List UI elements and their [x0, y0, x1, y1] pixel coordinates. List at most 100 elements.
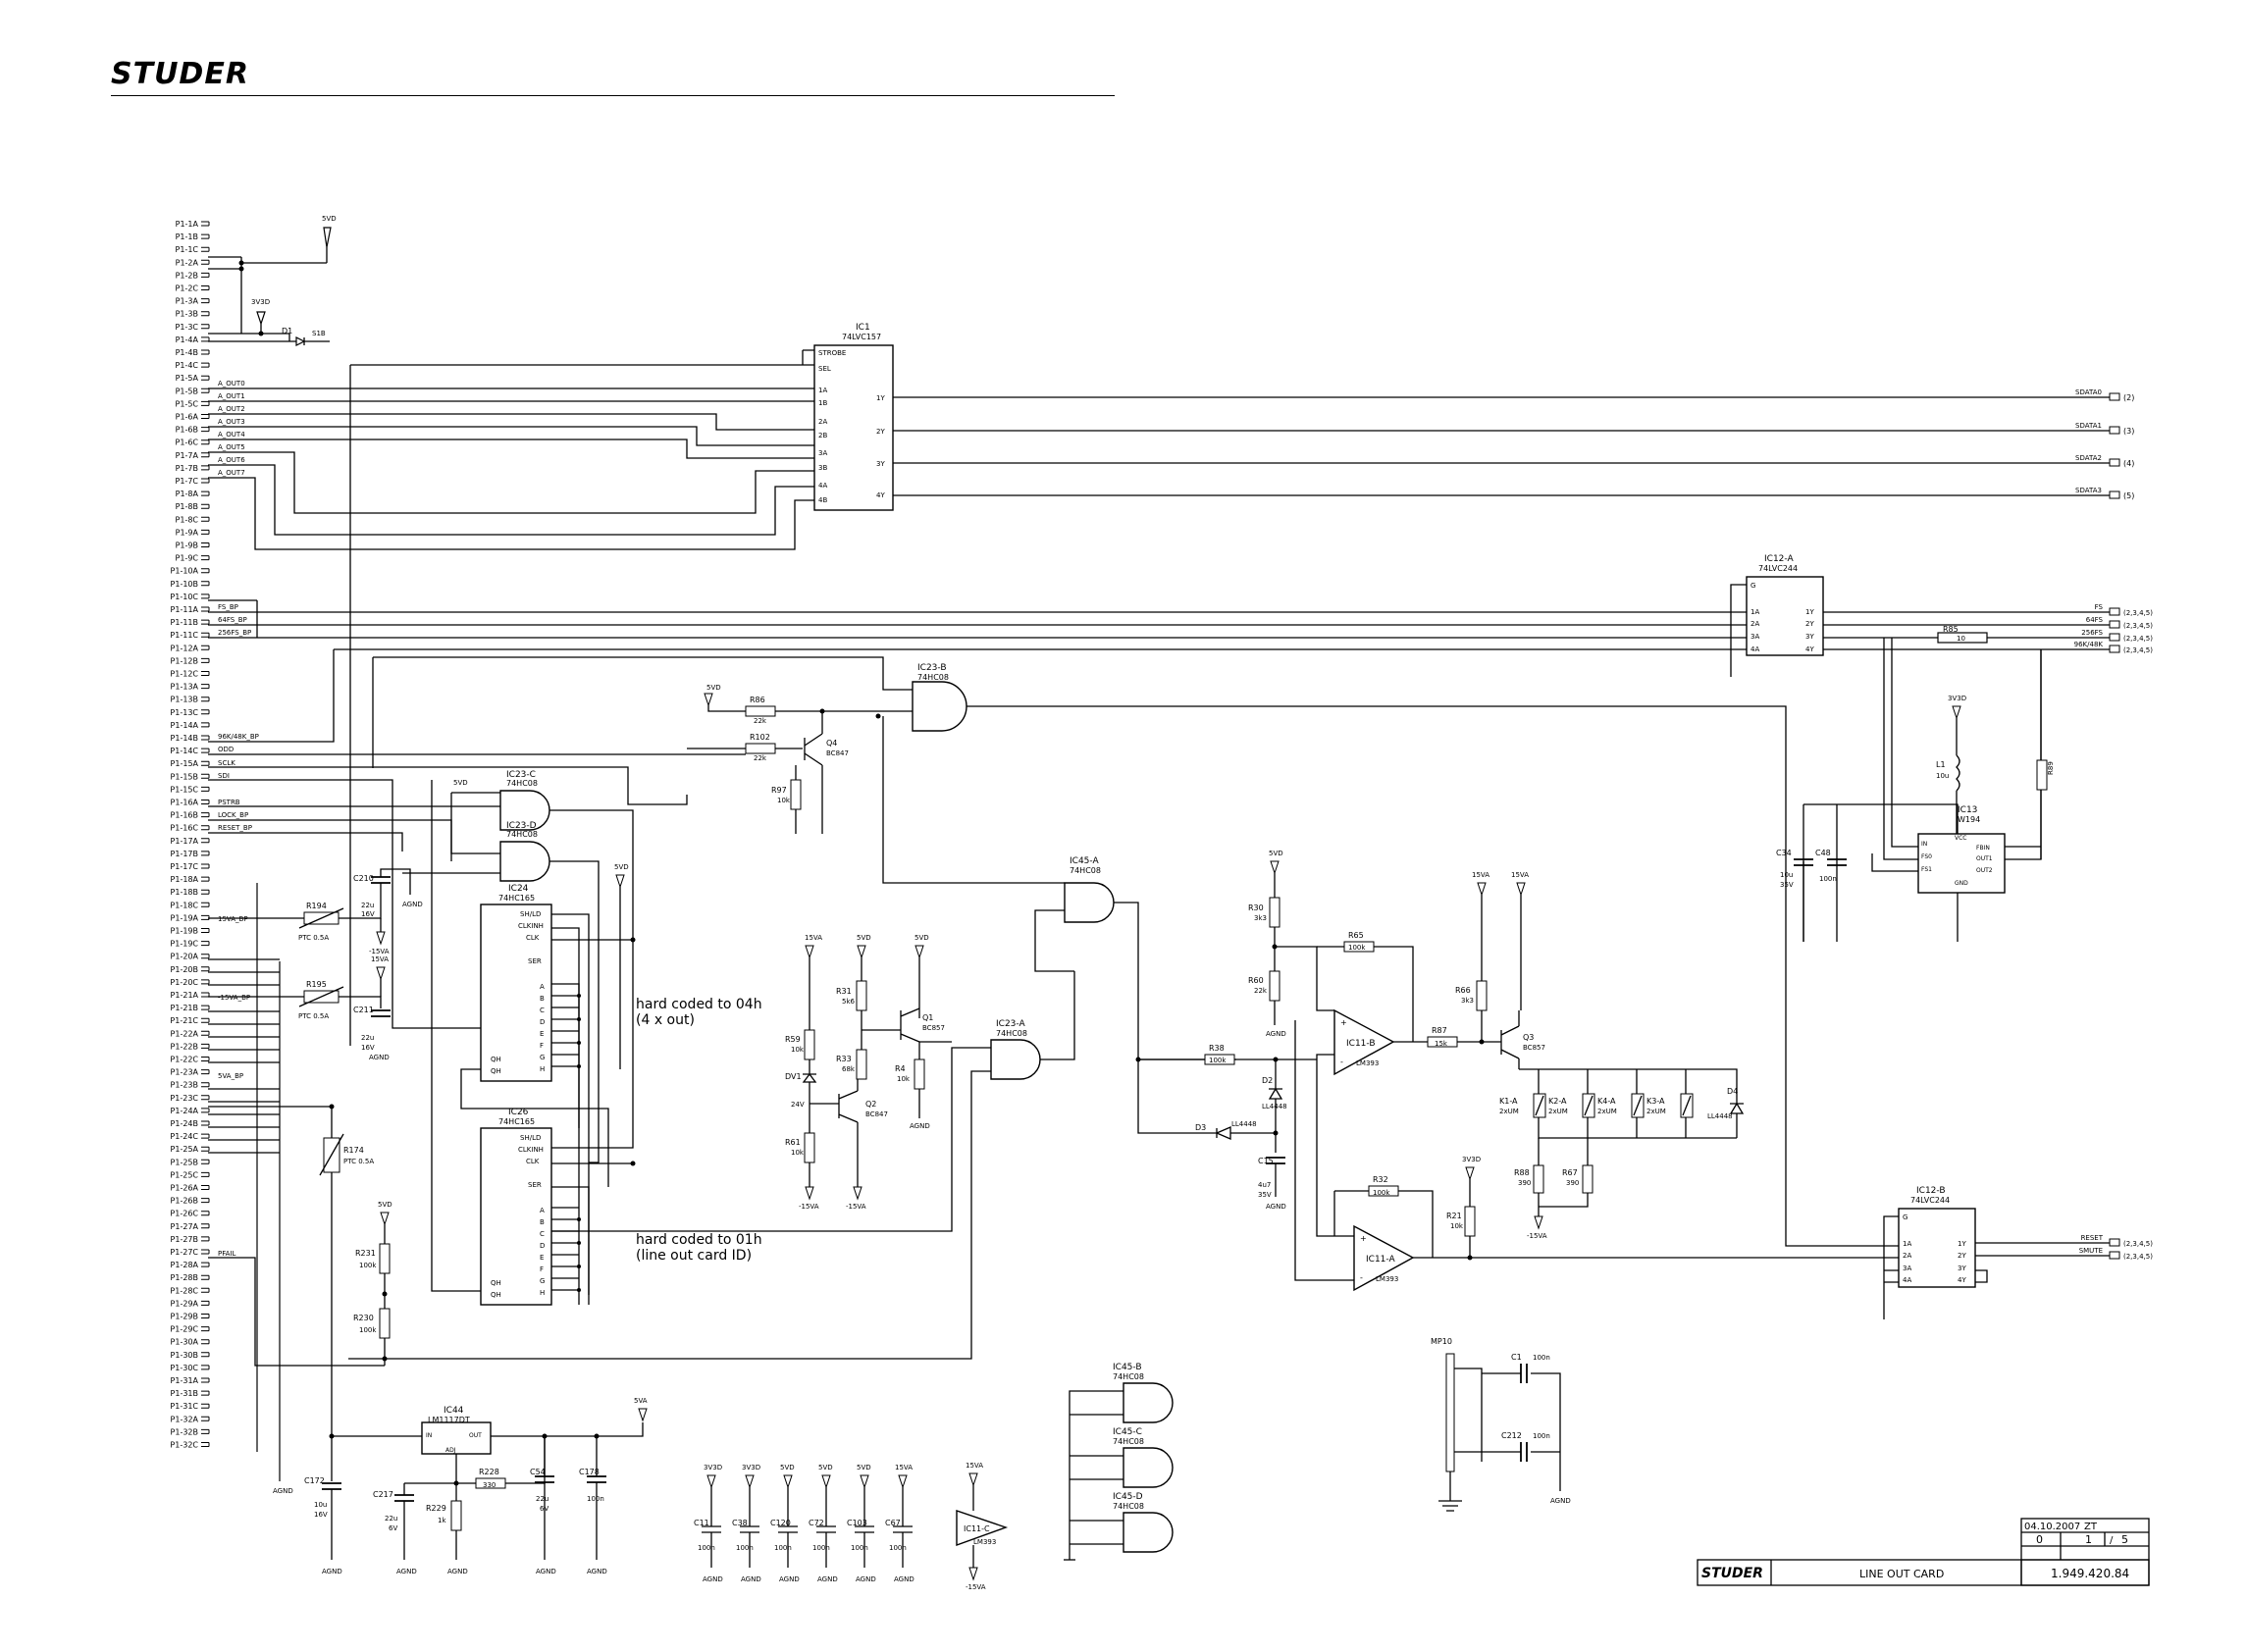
svg-text:DV1: DV1 [785, 1072, 802, 1081]
svg-text:R89: R89 [2047, 761, 2055, 775]
connector-pin-label: P1-28C [170, 1286, 198, 1295]
svg-text:0: 0 [2036, 1533, 2043, 1546]
connector-pin-label: P1-24B [171, 1119, 198, 1128]
svg-text:IC12-B: IC12-B [1916, 1186, 1946, 1196]
mp10-section: MP10 C1 100n C212 100n AGND [1431, 1337, 1571, 1512]
cap-supply-label: 5VD [780, 1464, 795, 1471]
connector-pin [201, 529, 210, 535]
svg-text:G: G [540, 1277, 545, 1285]
aout-signals: A_OUT0 A_OUT1 A_OUT2 A_OUT3 A_OUT4 A_OUT… [218, 380, 245, 477]
connector-pin-label: P1-10A [171, 567, 199, 576]
svg-text:R85: R85 [1943, 625, 1959, 634]
svg-text:A_OUT6: A_OUT6 [218, 456, 245, 464]
svg-text:MP10: MP10 [1431, 1337, 1452, 1346]
capacitor [855, 1487, 874, 1568]
connector-pin-label: P1-14A [171, 721, 199, 730]
svg-text:LL4448: LL4448 [1231, 1120, 1257, 1128]
connector-pin-label: P1-29B [171, 1313, 198, 1321]
title-block: 04.10.2007 ZT 0 1 / 5 STUDER LINE OUT CA… [1697, 1518, 2150, 1586]
svg-text:G: G [1903, 1213, 1907, 1221]
svg-text:C178: C178 [579, 1468, 600, 1476]
svg-text:SER: SER [528, 1181, 542, 1189]
connector-pin [201, 1005, 210, 1010]
agnd-label: AGND [856, 1575, 876, 1583]
svg-text:FS0: FS0 [1921, 853, 1932, 860]
cap-supply-label: 3V3D [742, 1464, 760, 1471]
connector-pin-label: P1-12B [171, 656, 198, 665]
svg-text:A_OUT2: A_OUT2 [218, 405, 245, 413]
svg-text:ODD: ODD [218, 746, 234, 753]
connector-pin [201, 1236, 210, 1242]
connector-pin [201, 876, 210, 882]
connector-pin-label: P1-17C [170, 862, 198, 871]
svg-text:SCLK: SCLK [218, 759, 235, 767]
svg-text:(5): (5) [2123, 491, 2134, 500]
ic11c-spare: 15VA IC11-C LM393 -15VA [956, 1462, 1009, 1591]
svg-text:AGND: AGND [396, 1568, 417, 1575]
svg-text:2A: 2A [818, 418, 827, 426]
connector-pin-label: P1-16A [171, 799, 199, 807]
connector-pin [201, 1108, 210, 1113]
svg-text:22u: 22u [385, 1515, 397, 1523]
svg-text:K1-A: K1-A [1499, 1097, 1518, 1106]
svg-text:3k3: 3k3 [1461, 997, 1474, 1005]
svg-text:VCC: VCC [1955, 835, 1966, 842]
svg-text:E: E [540, 1030, 544, 1038]
connector-pin-label: P1-20B [171, 965, 198, 974]
cap-supply-label: 5VD [857, 1464, 871, 1471]
svg-text:LINE OUT CARD: LINE OUT CARD [1859, 1568, 1944, 1580]
connector-pin-label: P1-12C [170, 670, 198, 679]
svg-text:STUDER: STUDER [1701, 1566, 1763, 1581]
connector-pin [201, 979, 210, 985]
connector-pin [201, 863, 210, 869]
cap-value: 100n [851, 1544, 868, 1552]
connector-pin-label: P1-32B [171, 1427, 198, 1436]
sdata-outputs: SDATA0 SDATA1 SDATA2 SDATA3 (2) (3) (4) … [893, 388, 2134, 500]
svg-text:IC45-C: IC45-C [1113, 1427, 1142, 1437]
svg-text:3Y: 3Y [1958, 1265, 1966, 1272]
ic1-mux: IC1 74LVC157 STROBE SEL 1A 1B 2A 2B 3A 3… [813, 323, 894, 511]
svg-text:A_OUT7: A_OUT7 [218, 469, 245, 477]
svg-text:10u: 10u [314, 1501, 327, 1509]
svg-text:FS_BP: FS_BP [218, 603, 238, 611]
connector-pin-label: P1-31C [170, 1402, 198, 1411]
svg-text:C54: C54 [530, 1468, 546, 1476]
connector-pin [201, 1082, 210, 1088]
connector-pin [201, 1352, 210, 1358]
svg-text:5VD: 5VD [914, 934, 929, 942]
svg-text:BC847: BC847 [826, 749, 849, 757]
connector-pin-label: P1-30B [171, 1351, 198, 1360]
svg-text:R65: R65 [1348, 931, 1364, 940]
connector-pin [201, 516, 210, 522]
connector-pin [201, 1159, 210, 1164]
connector-pin [201, 722, 210, 728]
svg-text:R102: R102 [750, 733, 770, 742]
connector-pin [201, 594, 210, 599]
svg-text:390: 390 [1518, 1179, 1531, 1187]
svg-text:C172: C172 [304, 1476, 325, 1485]
svg-text:K2-A: K2-A [1548, 1097, 1567, 1106]
svg-text:D2: D2 [1262, 1076, 1273, 1085]
svg-text:C212: C212 [1501, 1431, 1522, 1440]
svg-text:-: - [1340, 1058, 1343, 1066]
svg-text:Q2: Q2 [865, 1100, 876, 1109]
connector-pin-label: P1-8C [176, 515, 199, 524]
ground-bus [208, 883, 281, 1481]
connector-pin-label: P1-9B [176, 542, 198, 550]
svg-text:100n: 100n [587, 1495, 604, 1503]
connector-pin-label: P1-3C [176, 323, 199, 332]
agnd-label: AGND [894, 1575, 914, 1583]
clock-bus: FS_BP 64FS_BP 256FS_BP [208, 599, 1747, 639]
ic23d-gate: IC23-D 74HC08 [499, 821, 550, 882]
connector-pin-label: P1-21A [171, 991, 199, 1000]
svg-text:SER: SER [528, 957, 542, 965]
connector-pin [201, 1211, 210, 1216]
svg-text:68k: 68k [842, 1065, 856, 1073]
svg-text:SMUTE: SMUTE [2079, 1247, 2103, 1255]
svg-text:FS1: FS1 [1921, 866, 1932, 873]
svg-text:4u7: 4u7 [1258, 1181, 1271, 1189]
svg-text:100k: 100k [359, 1262, 377, 1269]
connector-pin-label: P1-14C [170, 747, 198, 755]
connector-pin-label: P1-23A [171, 1068, 199, 1077]
svg-text:SDATA2: SDATA2 [2075, 454, 2102, 462]
